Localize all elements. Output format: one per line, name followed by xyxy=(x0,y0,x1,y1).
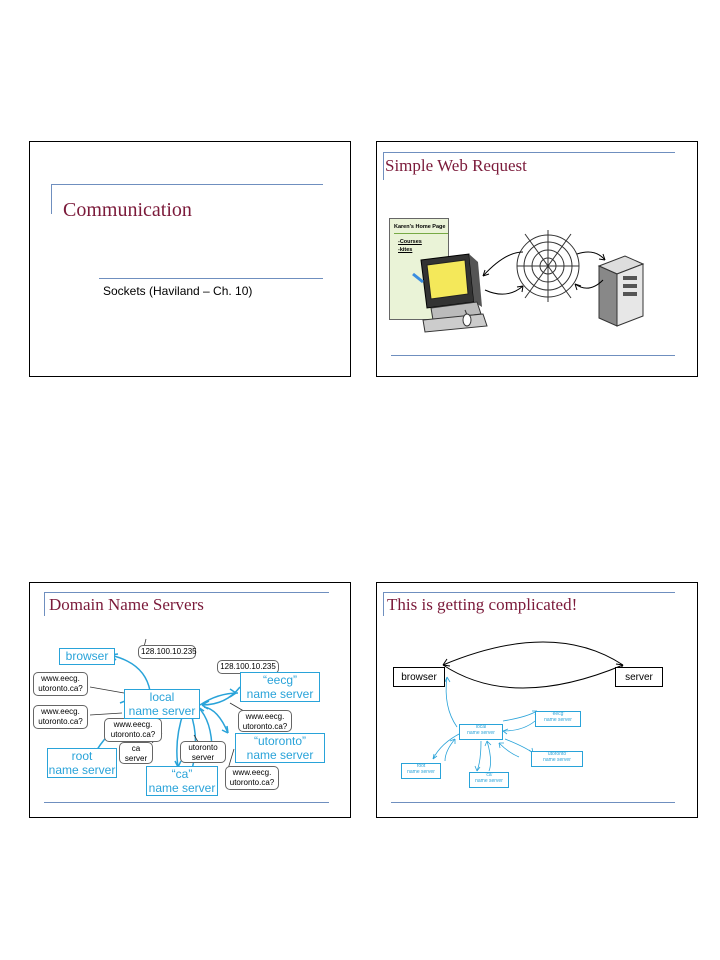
dns-utoronto-name-server: “utoronto”name server xyxy=(235,733,325,763)
slide-title: Communication xyxy=(63,199,192,222)
dns-eecg-name-server: “eecg”name server xyxy=(240,672,320,702)
complicated-eecg-name-server: “eecg”name server xyxy=(535,711,581,727)
slide-getting-complicated: This is getting complicated! browser ser… xyxy=(376,582,698,818)
monitor-icon xyxy=(413,254,487,332)
query-bubble-2: www.eecg.utoronto.ca? xyxy=(33,705,88,729)
subtitle-rule xyxy=(99,278,323,279)
slide-domain-name-servers: Domain Name Servers browser 128.100.10.2… xyxy=(29,582,351,818)
complicated-ca-name-server: “ca”name server xyxy=(469,772,509,788)
dns-browser: browser xyxy=(59,648,115,665)
footer-rule xyxy=(391,802,675,803)
server-tower-icon xyxy=(599,256,643,326)
slide-communication: Communication Sockets (Haviland – Ch. 10… xyxy=(29,141,351,377)
slide-simple-web-request: Simple Web Request Karen's Home Page -Co… xyxy=(376,141,698,377)
footer-rule xyxy=(44,802,329,803)
query-bubble-4: www.eecg.utoronto.ca? xyxy=(238,710,292,732)
complicated-browser: browser xyxy=(393,667,445,687)
footer-rule xyxy=(391,355,675,356)
complicated-server: server xyxy=(615,667,663,687)
title-rule-top xyxy=(51,184,323,185)
query-bubble-5: www.eecg.utoronto.ca? xyxy=(225,766,279,790)
web-icon xyxy=(517,230,579,302)
query-bubble-3: www.eecg.utoronto.ca? xyxy=(104,718,162,742)
ip-bubble-1: 128.100.10.235 xyxy=(138,645,196,659)
query-bubble-1: www.eecg.utoronto.ca? xyxy=(33,672,88,696)
complicated-utoronto-name-server: “utoronto”name server xyxy=(531,751,583,767)
dns-ca-name-server: “ca”name server xyxy=(146,766,218,796)
complicated-arrows xyxy=(377,583,697,817)
web-request-art xyxy=(377,142,697,376)
title-rule-left xyxy=(51,184,52,214)
slide-subtitle: Sockets (Haviland – Ch. 10) xyxy=(103,284,252,298)
